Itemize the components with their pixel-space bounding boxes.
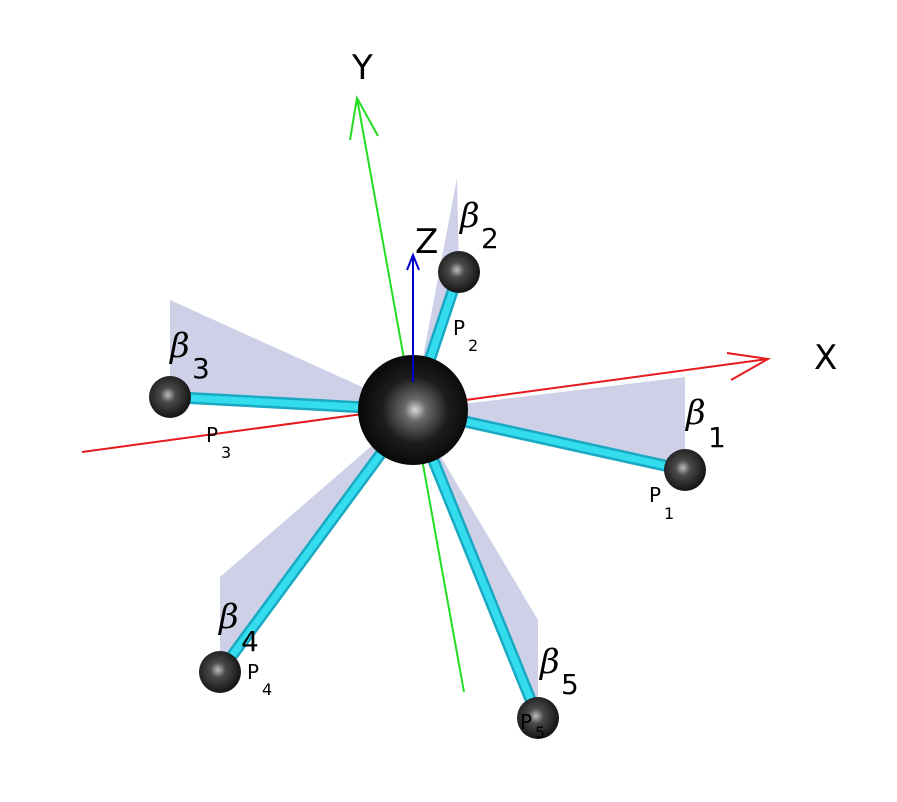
beta-5-label: β [538,642,560,682]
ligand-atoms [149,251,706,739]
beta-labels: β 1 β 2 β 3 β 4 β 5 [168,196,726,701]
p1-label: P [649,483,661,507]
p3-subscript: 3 [221,443,231,462]
p2-label: P [453,316,465,340]
p5-label: P [520,710,532,734]
p4-label: P [247,660,259,684]
p-labels: P 1 P 2 P 3 P 4 P 5 [206,316,674,742]
y-axis-label: Y [351,48,373,88]
y-axis-arrowhead [349,95,379,141]
atom-p1 [664,449,706,491]
beta-3-label: β [168,326,190,366]
p5-subscript: 5 [535,723,545,742]
z-axis-label: Z [415,222,438,262]
atom-p3 [149,376,191,418]
p4-subscript: 4 [262,680,272,699]
atom-p2 [438,251,480,293]
z-axis [406,252,420,382]
p2-subscript: 2 [468,336,478,355]
atom-p5 [517,697,559,739]
x-axis-arrowhead [726,352,772,381]
beta-1-subscript: 1 [708,421,726,454]
z-axis-arrowhead [406,252,420,271]
plane-beta-2 [413,178,459,410]
x-axis-label: X [814,338,837,378]
beta-3-subscript: 3 [192,352,210,385]
atom-p4 [199,651,241,693]
beta-4-label: β [217,597,239,637]
plane-beta-3 [170,300,413,410]
beta-5-subscript: 5 [561,668,579,701]
beta-2-label: β [458,196,480,236]
central-atom [358,355,468,465]
beta-4-subscript: 4 [241,625,259,658]
p1-subscript: 1 [664,504,674,523]
beta-2-subscript: 2 [481,222,499,255]
beta-1-label: β [684,393,706,433]
p3-label: P [206,423,218,447]
plane-beta-1 [413,377,685,465]
